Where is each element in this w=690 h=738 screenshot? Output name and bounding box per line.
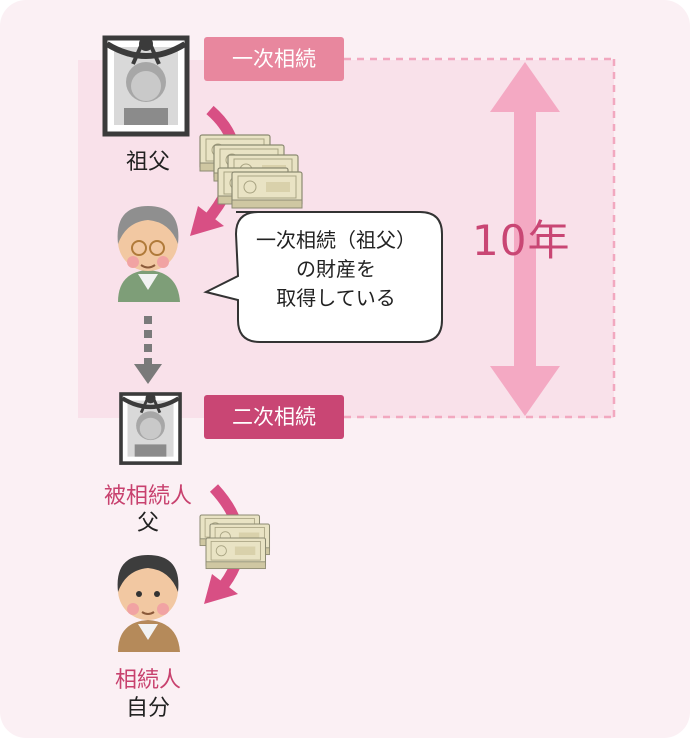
second-inheritance-tag: 二次相続 bbox=[204, 395, 344, 439]
bubble-line-3: 取得している bbox=[276, 286, 396, 310]
years-label: 10年 bbox=[472, 216, 571, 265]
dashed-down-arrow-icon bbox=[134, 316, 162, 384]
bubble-line-1: 一次相続（祖父） bbox=[256, 228, 416, 252]
bubble-line-2: の財産を bbox=[296, 257, 376, 281]
bubble-text: 一次相続（祖父） の財産を 取得している bbox=[236, 226, 436, 313]
person-avatar-icon bbox=[117, 206, 180, 302]
heir-name: 自分 bbox=[125, 696, 170, 721]
person-avatar-icon bbox=[117, 555, 180, 652]
memorial-portrait-icon bbox=[105, 37, 187, 134]
first-inheritance-tag: 一次相続 bbox=[204, 37, 344, 81]
double-arrow-icon bbox=[490, 62, 560, 416]
decedent-name: 父 bbox=[136, 511, 159, 536]
memorial-portrait-icon bbox=[121, 393, 180, 463]
grandfather-label: 祖父 bbox=[125, 150, 170, 175]
speech-bubble bbox=[203, 211, 443, 343]
heir-title: 相続人 bbox=[114, 668, 181, 693]
decedent-title: 被相続人 bbox=[103, 484, 192, 509]
